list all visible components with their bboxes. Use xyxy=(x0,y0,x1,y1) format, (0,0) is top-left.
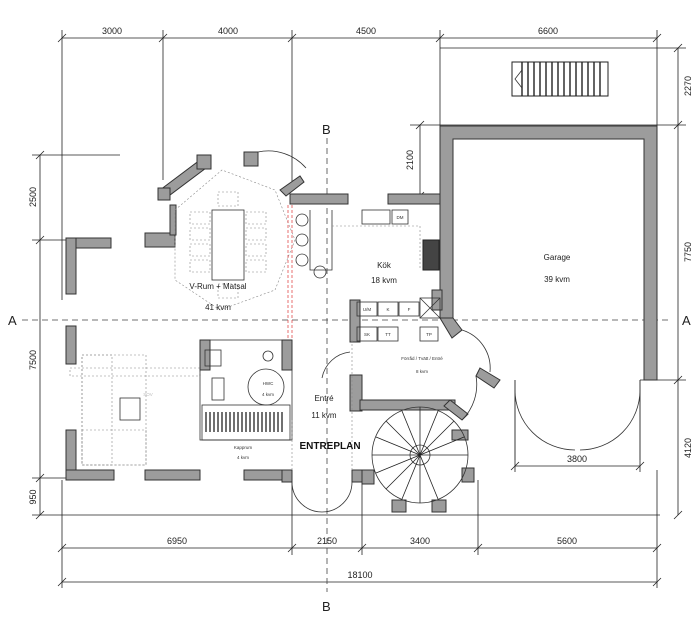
section-a-right: A xyxy=(682,313,691,328)
dim-top-1: 3000 xyxy=(102,26,122,36)
dim-top-3: 4500 xyxy=(356,26,376,36)
room-kapprum-name: Kapprum xyxy=(234,445,253,450)
room-labels: V-Rum + Matsal 41 kvm Kök 18 kvm Garage … xyxy=(143,253,571,460)
dim-inner-2100: 2100 xyxy=(405,150,415,170)
room-entre-area: 11 kvm xyxy=(311,411,337,420)
room-sov-label: SOV xyxy=(143,392,153,397)
dim-top-2: 4000 xyxy=(218,26,238,36)
appliance-tp: TP xyxy=(426,332,432,337)
dim-top-4: 6600 xyxy=(538,26,558,36)
dim-left-1: 2500 xyxy=(28,187,38,207)
room-hwc-area: 4 kvm xyxy=(262,392,274,397)
section-b-top: B xyxy=(322,122,331,137)
appliance-um: U/M xyxy=(363,307,372,312)
room-kitchen-name: Kök xyxy=(377,261,392,270)
appliance-tt: TT xyxy=(385,332,391,337)
room-forrad-name: Förråd / Tvätt / Entré xyxy=(401,355,443,361)
room-garage-name: Garage xyxy=(544,253,571,262)
appliance-f: F xyxy=(408,307,411,312)
room-entre-name: Entré xyxy=(314,394,334,403)
section-b-bottom: B xyxy=(322,599,331,614)
section-lines: A A B B xyxy=(8,122,691,614)
dim-bottom-3: 3400 xyxy=(410,536,430,546)
dim-bottom-4: 5600 xyxy=(557,536,577,546)
dim-right-1: 2270 xyxy=(683,76,693,96)
section-a-left: A xyxy=(8,313,17,328)
room-forrad-area: 8 kvm xyxy=(416,369,428,374)
walls xyxy=(65,125,658,513)
room-garage-area: 39 kvm xyxy=(544,275,570,284)
dim-right-3: 4120 xyxy=(683,438,693,458)
dim-garage-door: 3800 xyxy=(567,454,587,464)
details xyxy=(69,61,641,513)
room-kitchen-area: 18 kvm xyxy=(371,276,397,285)
appliance-labels: DM U/M K F SK TT TP xyxy=(363,215,432,337)
appliance-sk: SK xyxy=(364,332,370,337)
dim-left-3: 950 xyxy=(28,489,38,504)
room-living-area: 41 kvm xyxy=(205,303,231,312)
dim-left-2: 7500 xyxy=(28,350,38,370)
dim-right-2: 7750 xyxy=(683,242,693,262)
room-living-name: V-Rum + Matsal xyxy=(189,282,246,291)
appliance-k: K xyxy=(386,307,389,312)
dim-bottom-1: 6950 xyxy=(167,536,187,546)
floor-title: ENTREPLAN xyxy=(299,441,360,452)
appliance-dm: DM xyxy=(397,215,404,220)
dim-total: 18100 xyxy=(347,570,372,580)
room-hwc-name: HWC xyxy=(263,381,274,386)
room-kapprum-area: 4 kvm xyxy=(237,455,249,460)
